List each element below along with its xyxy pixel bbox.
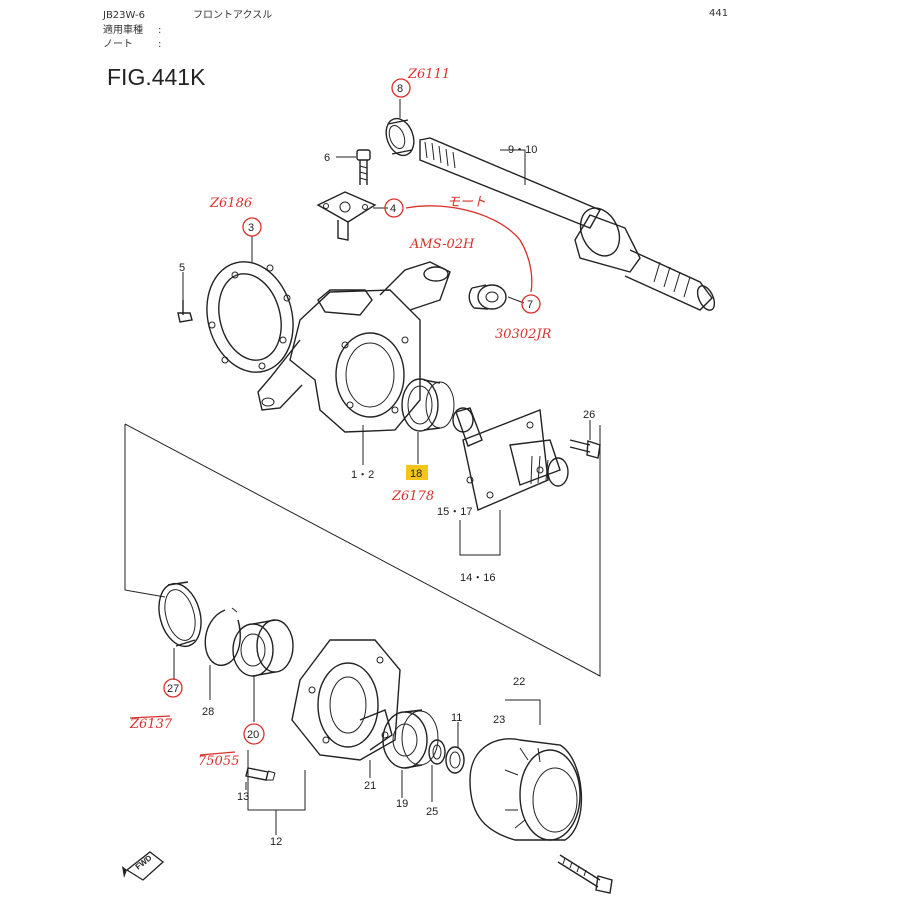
kingpin-bolt-6 <box>356 149 371 185</box>
oil-seal-19 <box>382 709 439 769</box>
snap-ring-11 <box>445 746 465 774</box>
bolt-26 <box>569 439 601 459</box>
callout-labels: 8 9・10 6 4 3 5 7 1・2 18 26 15・17 14・16 2… <box>167 83 595 848</box>
oil-seal-18 <box>401 378 455 432</box>
callout-23: 23 <box>493 714 505 726</box>
applicable-separator: : <box>158 25 162 36</box>
bolt-5 <box>177 300 193 323</box>
stud-bolt-13 <box>245 767 276 781</box>
note-75055: 75055 <box>198 754 239 769</box>
model-code: JB23W-6 <box>103 10 145 21</box>
callout-5: 5 <box>179 262 185 274</box>
callout-3: 3 <box>248 222 254 234</box>
wheel-hub-21 <box>291 639 401 761</box>
note-mort: モート <box>447 195 486 210</box>
callout-9-10: 9・10 <box>508 144 537 156</box>
section-title: フロントアクスル <box>193 10 273 21</box>
note-30302jr: 30302JR <box>495 327 552 342</box>
callout-20: 20 <box>247 729 259 741</box>
highlight-18 <box>406 465 428 480</box>
drive-shaft <box>419 137 716 311</box>
callout-1-2: 1・2 <box>351 469 374 481</box>
steering-knuckle <box>257 261 451 433</box>
oil-seal-8 <box>385 117 415 157</box>
free-wheel-hub-22 <box>469 738 583 841</box>
bearing-7 <box>468 284 507 310</box>
callout-18: 18 <box>410 468 422 480</box>
circlip-28 <box>204 607 241 666</box>
fwd-arrow: FWD <box>122 851 165 881</box>
leader-lines <box>173 99 591 835</box>
callout-14-16: 14・16 <box>460 572 495 584</box>
figure-title: FIG.441K <box>107 64 206 90</box>
hub-bolt <box>557 854 613 894</box>
note-ams-02h: AMS-02H <box>409 237 475 252</box>
note-z6186: Z6186 <box>209 196 252 211</box>
washer-25 <box>428 739 446 765</box>
callout-19: 19 <box>396 798 408 810</box>
callout-8: 8 <box>397 83 403 95</box>
callout-15-17: 15・17 <box>437 506 472 518</box>
note-z6137: Z6137 <box>129 717 173 732</box>
callout-26: 26 <box>583 409 595 421</box>
callout-4: 4 <box>390 203 396 215</box>
callout-11: 11 <box>451 712 462 724</box>
callout-22: 22 <box>513 676 525 688</box>
knuckle-seal-3 <box>206 261 294 373</box>
note-label: ノート <box>103 39 133 50</box>
bearing-20 <box>232 619 294 677</box>
callout-25: 25 <box>426 806 438 818</box>
note-z6111: Z6111 <box>407 67 450 82</box>
callout-21: 21 <box>364 780 376 792</box>
callout-12: 12 <box>270 836 282 848</box>
page-number: 441 <box>709 8 729 19</box>
spindle-15 <box>462 409 569 511</box>
applicable-label: 適用車種 <box>103 25 143 36</box>
callout-13: 13 <box>237 791 249 803</box>
handwritten-notes: Z6111 Z6186 モート AMS-02H 30302JR Z6178 Z6… <box>129 67 552 769</box>
note-z6178: Z6178 <box>391 489 434 504</box>
handwritten-marks <box>129 78 541 756</box>
note-separator: : <box>158 39 162 50</box>
kingpin-plate-4 <box>316 191 377 241</box>
callout-6: 6 <box>324 152 330 164</box>
bushing <box>452 407 483 447</box>
group-bracket-lines <box>124 423 601 811</box>
seal-ring-27 <box>158 581 202 648</box>
callout-7: 7 <box>527 299 533 311</box>
callout-28: 28 <box>202 706 214 718</box>
callout-27: 27 <box>167 683 179 695</box>
